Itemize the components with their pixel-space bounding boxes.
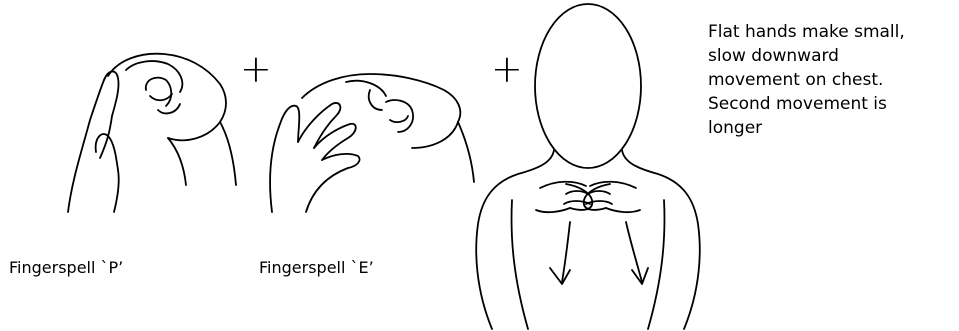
description-line: slow downward	[708, 44, 953, 68]
description-line: movement on chest.	[708, 68, 953, 92]
description-line: longer	[708, 116, 953, 140]
description-line: Second movement is	[708, 92, 953, 116]
caption-fingerspell-p: Fingerspell `P’	[9, 258, 123, 277]
fingerspell-p-illustration	[60, 40, 240, 215]
fingerspell-e-illustration	[262, 60, 477, 215]
chest-movement-illustration	[470, 0, 705, 331]
movement-description: Flat hands make small, slow downward mov…	[708, 20, 953, 140]
head-outline	[535, 4, 641, 168]
caption-fingerspell-e: Fingerspell `E’	[259, 258, 374, 277]
description-line: Flat hands make small,	[708, 20, 953, 44]
